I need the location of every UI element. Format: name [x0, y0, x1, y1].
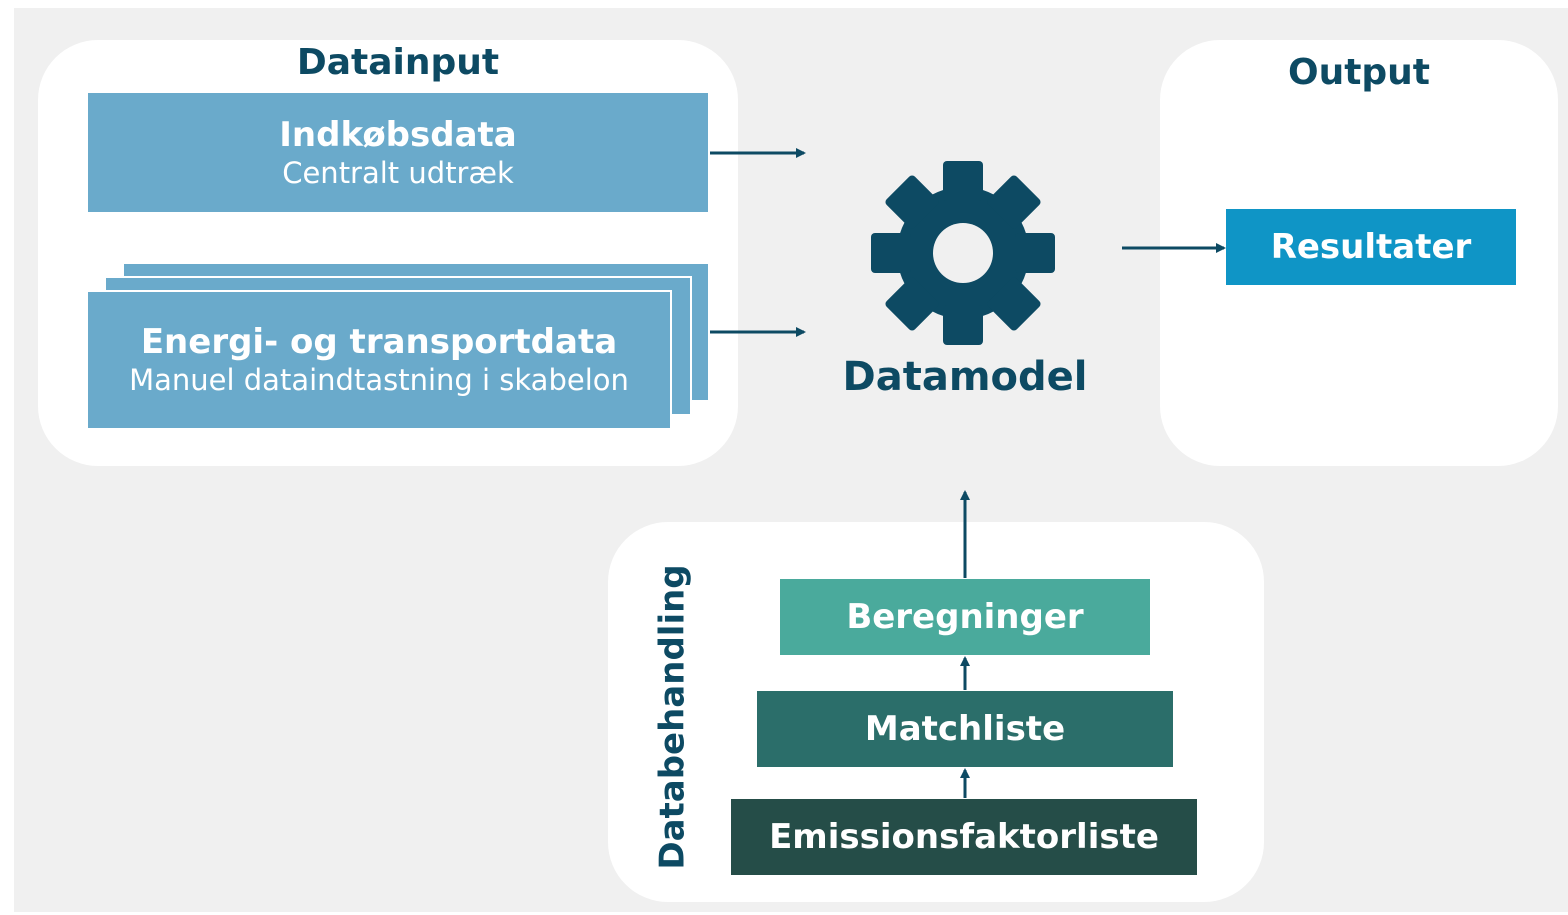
output-title: Output [1287, 52, 1431, 93]
indkobsdata-title: Indkøbsdata [279, 114, 517, 155]
energi-transport-title: Energi- og transportdata [140, 322, 618, 363]
beregninger-box: Beregninger [780, 579, 1150, 655]
indkobsdata-subtitle: Centralt udtræk [282, 155, 514, 190]
matchliste-label: Matchliste [864, 708, 1066, 749]
beregninger-label: Beregninger [846, 596, 1084, 637]
matchliste-box: Matchliste [757, 691, 1173, 767]
indkobsdata-box: Indkøbsdata Centralt udtræk [88, 93, 708, 212]
emissionsfaktorliste-box: Emissionsfaktorliste [731, 799, 1197, 875]
gear-icon [870, 160, 1056, 346]
databehandling-title: Databehandling [653, 564, 693, 870]
resultater-label: Resultater [1270, 226, 1472, 267]
energi-transport-box: Energi- og transportdata Manuel dataindt… [86, 290, 672, 430]
datainput-title: Datainput [296, 42, 500, 83]
emissionsfaktorliste-label: Emissionsfaktorliste [769, 816, 1159, 857]
energi-transport-subtitle: Manuel dataindtastning i skabelon [129, 363, 629, 397]
datamodel-label: Datamodel [842, 354, 1088, 400]
resultater-box: Resultater [1226, 209, 1516, 285]
databehandling-title-wrap: Databehandling [652, 558, 694, 876]
gear-icon-svg [871, 161, 1055, 345]
